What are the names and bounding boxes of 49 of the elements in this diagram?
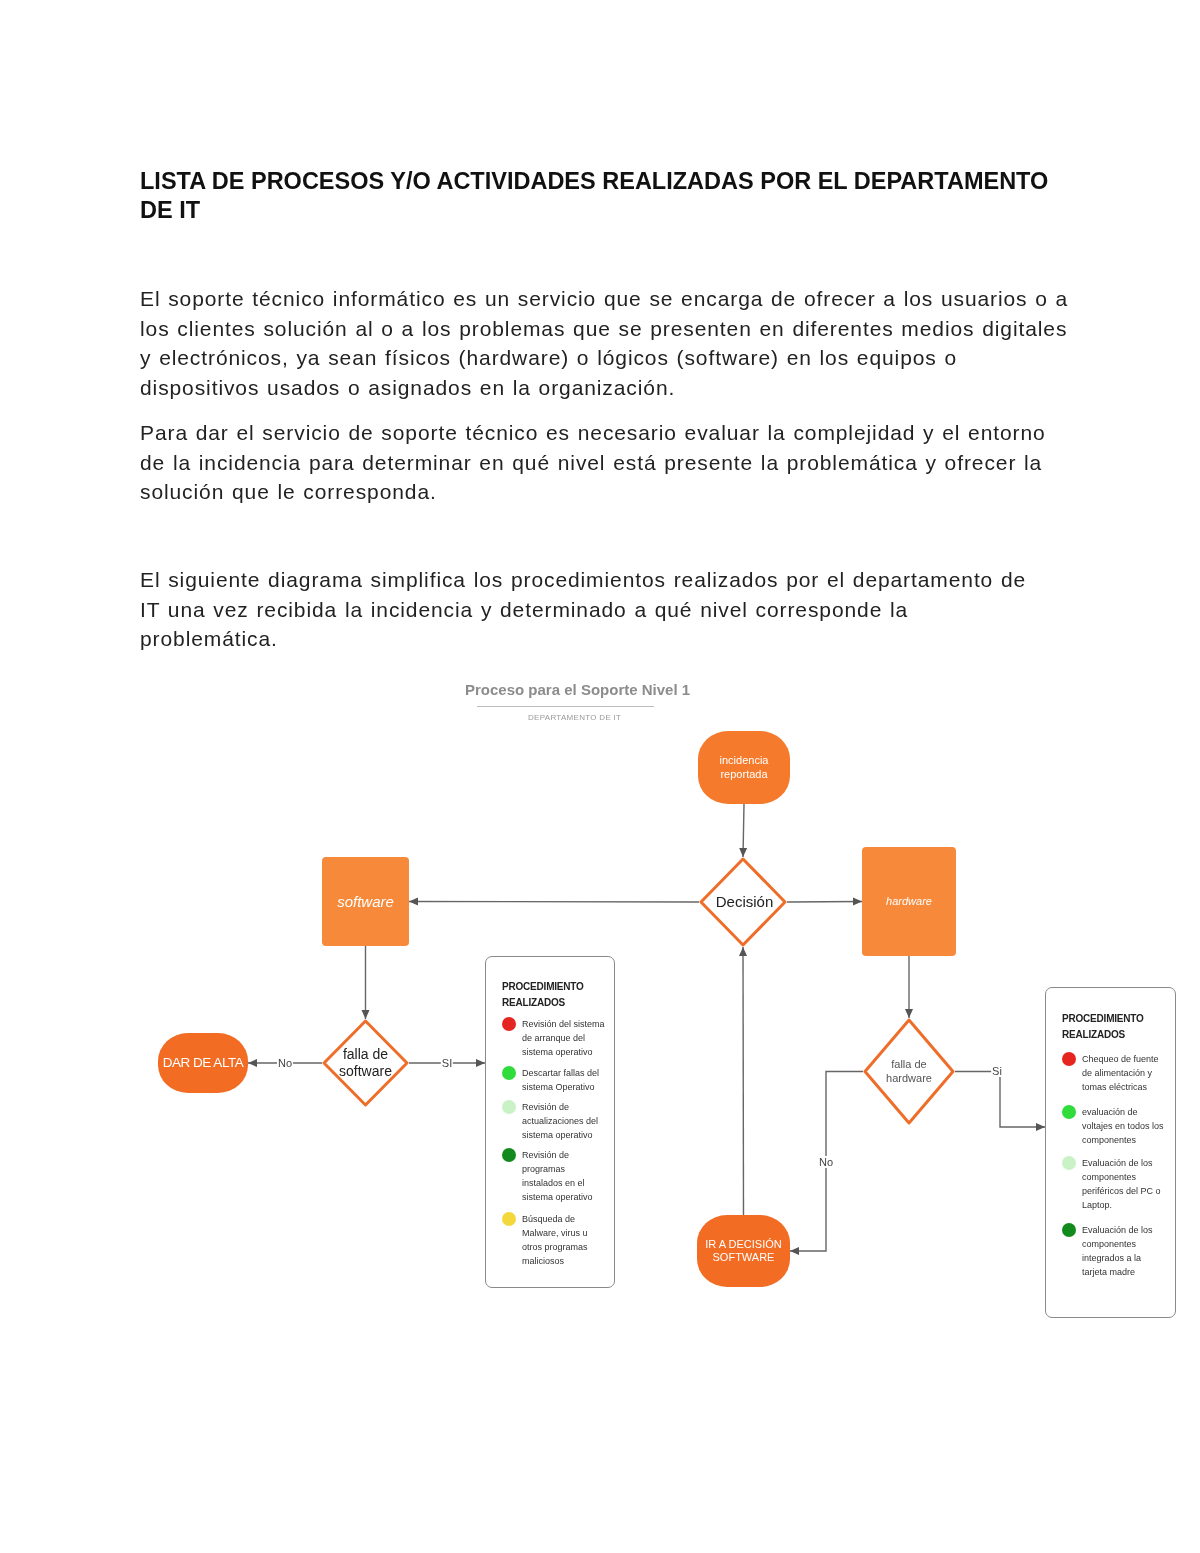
decision-diamond <box>863 1018 955 1125</box>
arrow <box>789 1070 864 1255</box>
node-text: IR A DECISIÓN SOFTWARE <box>704 1237 783 1265</box>
paragraph-text: Para dar el servicio de soporte técnico es necesario evaluar la complejidad y el entorno de la incidencia para determinar en qué nivel está presente la problemática y ofrecer la solución que le corresponda. <box>140 420 1047 505</box>
arrow <box>739 803 748 858</box>
procedure-text: Evaluación de los componentes periféricos del PC o Laptop. <box>1082 1157 1162 1212</box>
arrow <box>739 946 747 1216</box>
page-title: LISTA DE PROCESOS Y/O ACTIVIDADES REALIZADAS POR EL DEPARTAMENTO DE IT <box>140 167 1050 225</box>
procedure-text: Descartar fallas del sistema Operativo <box>522 1067 601 1094</box>
procedure-panel <box>485 956 615 1288</box>
node-text: falla de hardware <box>885 1058 933 1085</box>
paragraph-text: El soporte técnico informático es un servicio que se encarga de ofrecer a los usuarios o a los clientes solución al o a los problemas que se presenten en diferentes medios digitales y electrónicos, ya sean físicos (hardware) o lógicos (software) en los equipos o dispositivos usados o asignados en la organización. <box>140 286 1070 401</box>
procedure-text: evaluación de voltajes en todos los componentes <box>1082 1106 1165 1147</box>
terminal-shape <box>697 1215 790 1287</box>
procedure-text: Evaluación de los componentes integrados a la tarjeta madre <box>1082 1224 1154 1279</box>
node-text: software <box>337 892 394 911</box>
arrow <box>408 897 700 906</box>
flowchart-heading: Proceso para el Soporte Nivel 1 <box>465 681 691 699</box>
process-box <box>322 857 409 946</box>
edge-label: No <box>817 1156 835 1168</box>
terminal-shape <box>158 1033 248 1093</box>
arrow <box>954 1070 1046 1131</box>
arrow <box>361 945 370 1020</box>
flowchart-subheading: DEPARTAMENTO DE IT <box>528 713 622 723</box>
decision-diamond <box>322 1019 409 1107</box>
procedure-text: Búsqueda de Malware, virus u otros programas maliciosos <box>522 1213 589 1268</box>
arrow <box>786 897 863 906</box>
panel-heading: PROCEDIMIENTO REALIZADOS <box>1062 1012 1145 1042</box>
arrow <box>905 955 913 1019</box>
paragraph-text: El siguiente diagrama simplifica los procedimientos realizados por el departamento de IT una vez recibida la incidencia y determinado a qué nivel corresponde la problemática. <box>140 567 1028 652</box>
procedure-text: Chequeo de fuente de alimentación y tomas eléctricas <box>1082 1053 1160 1094</box>
decision-diamond <box>699 857 787 947</box>
arrow <box>247 1059 323 1067</box>
procedure-text: Revisión de programas instalados en el sistema operativo <box>522 1149 594 1204</box>
edge-label: Si <box>991 1065 1003 1077</box>
procedure-text: Revisión del sistema de arranque del sistema operativo <box>522 1018 606 1059</box>
node-text: hardware <box>886 894 932 909</box>
node-text: incidencia reportada <box>718 754 770 781</box>
procedure-panel <box>1045 987 1176 1318</box>
procedure-text: Revisión de actualizaciones del sistema operativo <box>522 1101 600 1142</box>
terminal-shape <box>698 731 790 804</box>
node-text: falla de software <box>338 1046 393 1080</box>
node-text: DAR DE ALTA <box>162 1054 244 1072</box>
edge-label: No <box>276 1057 294 1069</box>
edge-label: SI <box>440 1057 454 1069</box>
node-text: Decisión <box>715 893 771 911</box>
panel-heading: PROCEDIMIENTO REALIZADOS <box>502 980 585 1010</box>
process-box <box>862 847 956 956</box>
arrow <box>408 1059 486 1067</box>
